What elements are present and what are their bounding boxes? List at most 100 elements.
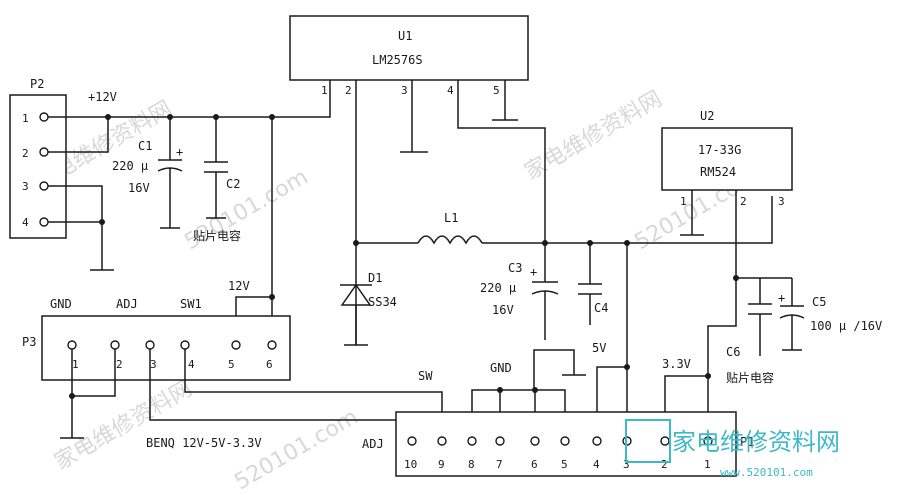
u2-pin-1: 1 <box>680 195 687 208</box>
u2-pin-3: 3 <box>778 195 785 208</box>
wire-gnd-symbol <box>533 349 586 390</box>
net-33v: 3.3V <box>662 357 691 371</box>
c4-ref: C4 <box>594 301 608 315</box>
u1-pin-3: 3 <box>401 84 408 97</box>
u2-body <box>661 127 793 191</box>
p3-pin-5: 5 <box>228 358 235 371</box>
u1-body <box>289 15 529 81</box>
p2-pin-2: 2 <box>22 147 29 160</box>
p1-pad-4 <box>592 436 602 446</box>
logo-frame-icon <box>625 419 671 463</box>
u2-part-line2: RM524 <box>700 165 736 179</box>
p3-pad-5 <box>231 340 241 350</box>
junction <box>497 387 503 393</box>
u2-ref: U2 <box>700 109 714 123</box>
l1-ref: L1 <box>444 211 458 225</box>
c5-symbol <box>779 278 805 351</box>
c1-ref: C1 <box>138 139 152 153</box>
wire-p3-pin2 <box>72 349 116 397</box>
c4-symbol <box>578 243 602 325</box>
p2-pad-2 <box>39 147 49 157</box>
p1-pin-3: 3 <box>623 458 630 471</box>
u2-part-line1: 17-33G <box>698 143 741 157</box>
p1-pin-4: 4 <box>593 458 600 471</box>
c5-value: 100 μ /16V <box>810 319 882 333</box>
p1-pad-9 <box>437 436 447 446</box>
junction <box>532 387 538 393</box>
wire-p2-3-gnd <box>48 185 114 271</box>
p1-pad-6 <box>530 436 540 446</box>
p3-pad-1 <box>67 340 77 350</box>
junction <box>105 114 111 120</box>
c6-symbol <box>748 278 772 356</box>
p2-body <box>9 94 67 239</box>
watermark-logo: 家电维修资料网 www.520101.com <box>625 419 840 479</box>
wire-u2-gnd <box>680 190 704 236</box>
p2-pad-1 <box>39 112 49 122</box>
p3-pin-3: 3 <box>150 358 157 371</box>
d1-ref: D1 <box>368 271 382 285</box>
p2-pad-3 <box>39 181 49 191</box>
p3-pad-4 <box>180 340 190 350</box>
c1-symbol <box>157 117 183 229</box>
junction <box>624 364 630 370</box>
p1-ref: P1 <box>740 435 754 449</box>
d1-symbol <box>340 283 372 346</box>
c3-symbol <box>531 243 559 340</box>
junction <box>99 219 105 225</box>
c3-voltage: 16V <box>492 303 514 317</box>
p1-pad-1 <box>703 436 713 446</box>
p3-pin-1: 1 <box>72 358 79 371</box>
p3-pad-3 <box>145 340 155 350</box>
c6-note: 贴片电容 <box>726 370 774 385</box>
net-p3-12v: 12V <box>228 279 250 293</box>
p3-pad-6 <box>267 340 277 350</box>
p1-pad-2 <box>660 436 670 446</box>
u2-pin-2: 2 <box>740 195 747 208</box>
p1-pin-10: 10 <box>404 458 417 471</box>
p3-pad-2 <box>110 340 120 350</box>
p3-label-sw1: SW1 <box>180 297 202 311</box>
p3-pin-6: 6 <box>266 358 273 371</box>
logo-text: 家电维修资料网 <box>672 428 840 456</box>
c6-ref: C6 <box>726 345 740 359</box>
watermark-text-2: 家电维修资料网 <box>521 87 667 186</box>
c5-plus: + <box>778 291 785 305</box>
p3-label-gnd: GND <box>50 297 72 311</box>
c2-ref: C2 <box>226 177 240 191</box>
wire-12v-bus <box>70 80 331 118</box>
p1-pin-1: 1 <box>704 458 711 471</box>
c3-ref: C3 <box>508 261 522 275</box>
wire-33v-p1-1 <box>707 278 737 437</box>
wire-u1-pin5-gnd <box>492 80 518 121</box>
p3-body <box>41 315 291 381</box>
p1-pad-10 <box>407 436 417 446</box>
c2-symbol <box>204 117 228 219</box>
p3-label-adj: ADJ <box>116 297 138 311</box>
net-gnd: GND <box>490 361 512 375</box>
logo-url: www.520101.com <box>720 466 813 479</box>
c3-plus: + <box>530 265 537 279</box>
caption: BENQ 12V-5V-3.3V <box>146 436 262 450</box>
p2-pin-4: 4 <box>22 216 29 229</box>
u1-pin-4: 4 <box>447 84 454 97</box>
c1-voltage: 16V <box>128 181 150 195</box>
wire-u1-pin4-fb <box>457 80 546 243</box>
u1-pin-5: 5 <box>493 84 500 97</box>
c5-ref: C5 <box>812 295 826 309</box>
u1-part: LM2576S <box>372 53 423 67</box>
p1-pin-6: 6 <box>531 458 538 471</box>
wire-p2-2 <box>48 117 109 153</box>
net-5v: 5V <box>592 341 606 355</box>
u1-ref: U1 <box>398 29 412 43</box>
net-12v: +12V <box>88 90 117 104</box>
p2-pin-3: 3 <box>22 180 29 193</box>
p3-pin-2: 2 <box>116 358 123 371</box>
p2-pad-4 <box>39 217 49 227</box>
wire-u1-pin3-gnd <box>400 80 428 153</box>
c1-value: 220 μ <box>112 159 148 173</box>
c2-note: 贴片电容 <box>193 228 241 243</box>
u1-pin-2: 2 <box>345 84 352 97</box>
p3-pin-4: 4 <box>188 358 195 371</box>
